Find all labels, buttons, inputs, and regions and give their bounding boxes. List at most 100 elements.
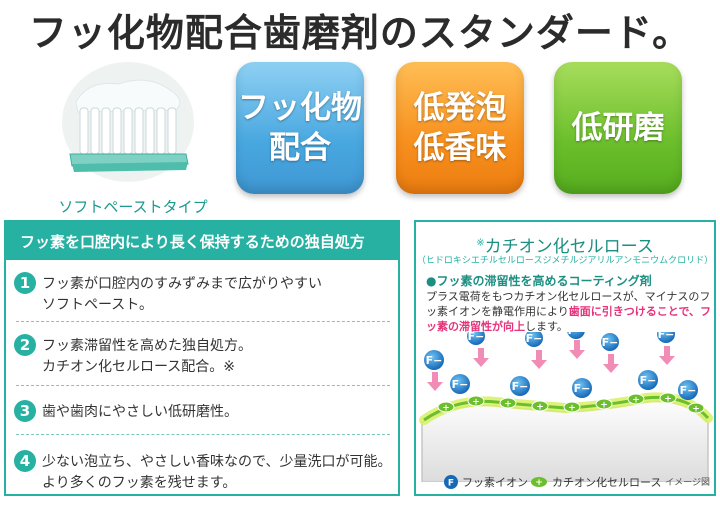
divider [16, 385, 390, 386]
coating-description-end: します。 [525, 320, 568, 333]
badge-low-foam-line2: 低香味 [413, 130, 507, 166]
fluoride-ions: F− F− F− F− F− F− F− F− F− F− F− [424, 332, 698, 400]
cation-markers: + + + + + + + + + [437, 392, 705, 415]
fluoride-ion-icon: F [444, 475, 458, 489]
point-4-text: 少ない泡立ち、やさしい香味なので、少量洗口が可能。 より多くのフッ素を残せます。 [42, 452, 391, 494]
fluoride-ion [525, 332, 543, 347]
cation-marker-label: + [600, 401, 608, 411]
fluoride-ion [567, 332, 585, 339]
cation-marker-label: + [692, 405, 700, 415]
cation-marker [563, 401, 581, 413]
cation-marker [467, 395, 485, 407]
point-4-line2: より多くのフッ素を残せます。 [42, 475, 237, 491]
cation-marker [687, 402, 705, 414]
cation-marker [531, 400, 549, 412]
cation-subtitle: （ヒドロキシエチルセルロースジメチルジアリルアンモニウムクロリド） [416, 256, 714, 266]
arrow-icon [427, 372, 443, 391]
fluoride-ion-label: F− [574, 382, 591, 395]
badge-low-abrasion-line1: 低研磨 [571, 110, 665, 146]
legend-fluoride-label: フッ素イオン [462, 476, 528, 489]
cation-marker [659, 392, 677, 404]
point-1-line1: フッ素が口腔内のすみずみまで広がりやすい [42, 276, 322, 292]
cation-title-mark: ※ [476, 237, 485, 249]
cation-title: ※カチオン化セルロース [416, 232, 714, 257]
coating-description: プラス電荷をもつカチオン化セルロースが、マイナスのフッ素イオンを静電作用により歯… [426, 289, 712, 334]
cation-marker [437, 401, 455, 413]
headline: フッ化物配合歯磨剤のスタンダード。 [28, 11, 692, 55]
coating-description-plain: プラス電荷をもつカチオン化セルロースが、マイナスのフッ素イオンを静電作用により [426, 290, 711, 318]
formula-panel: フッ素を口腔内により長く保持するための独自処方 1 フッ素が口腔内のすみずみまで… [4, 220, 400, 496]
arrow-icon [531, 350, 547, 369]
fluoride-ion-label: F− [602, 336, 619, 349]
cation-marker [627, 393, 645, 405]
arrow-icon [473, 348, 489, 367]
fluoride-ion-label: F− [658, 332, 675, 341]
fluoride-ion [601, 333, 619, 351]
brush-caption: ソフトペーストタイプ [58, 198, 208, 216]
fluoride-ion-symbol: F [448, 479, 454, 489]
cation-marker-label: + [536, 403, 544, 413]
coating-diagram: + + + + + + + + + F− F− F− F− F− F− F− F− F− F− F− [419, 332, 713, 482]
point-4-line1: 少ない泡立ち、やさしい香味なので、少量洗口が可能。 [42, 454, 392, 470]
point-3-line1: 歯や歯肉にやさしい低研磨性。 [42, 404, 238, 420]
badge-fluoride-line2: 配合 [269, 130, 331, 166]
legend-cation-label: カチオン化セルロース [552, 476, 662, 489]
cation-marker-label: + [472, 398, 480, 408]
fluoride-ion-label: F− [452, 378, 469, 391]
toothbrush-illustration [62, 62, 194, 182]
cation-marker-label: + [632, 396, 640, 406]
legend-cation: + カチオン化セルロース [530, 474, 661, 490]
badge-fluoride: フッ化物 配合 [236, 62, 364, 194]
point-3-number: 3 [14, 400, 36, 422]
fluoride-ion [424, 350, 444, 370]
coating-description-highlight: 歯面に引きつけることで、フッ素の滞留性が向上 [426, 305, 712, 333]
fluoride-ion [638, 370, 658, 390]
point-2-line1: フッ素滞留性を高めた独自処方。 [42, 338, 252, 354]
point-1-text: フッ素が口腔内のすみずみまで広がりやすい ソフトペースト。 [42, 274, 322, 316]
image-note: イメージ図 [665, 478, 710, 488]
cation-cellulose-panel: ※カチオン化セルロース （ヒドロキシエチルセルロースジメチルジアリルアンモニウム… [414, 220, 716, 496]
point-2-number: 2 [14, 334, 36, 356]
fluoride-ion [510, 376, 530, 396]
point-2-line2: カチオン化セルロース配合。※ [42, 359, 236, 375]
cation-cellulose-icon: + [531, 477, 547, 488]
badge-low-foam: 低発泡 低香味 [396, 62, 524, 194]
divider [16, 321, 390, 322]
fluoride-ion-label: F− [468, 332, 485, 343]
badge-fluoride-line1: フッ化物 [238, 90, 362, 126]
cation-symbol: + [535, 478, 543, 488]
point-3-text: 歯や歯肉にやさしい低研磨性。 [42, 402, 238, 423]
cation-title-text: カチオン化セルロース [484, 237, 654, 257]
badge-low-foam-line1: 低発泡 [413, 90, 507, 126]
cation-marker [595, 398, 613, 410]
fluoride-ion-label: F− [568, 332, 585, 337]
cation-marker-label: + [442, 404, 450, 414]
cation-marker-label: + [664, 395, 672, 405]
fluoride-ion-label: F− [512, 380, 529, 393]
fluoride-ion [467, 332, 485, 345]
point-1-number: 1 [14, 272, 36, 294]
legend-fluoride: F フッ素イオン [444, 474, 528, 490]
tooth-surface [421, 400, 709, 482]
formula-panel-header: フッ素を口腔内により長く保持するための独自処方 [6, 222, 398, 260]
coating-heading: ●フッ素の滞留性を高めるコーティング剤 [426, 274, 652, 288]
fluoride-ion [450, 374, 470, 394]
fluoride-ion-label: F− [426, 354, 443, 367]
point-4-number: 4 [14, 450, 36, 472]
arrow-icon [659, 346, 675, 365]
cation-marker-label: + [568, 404, 576, 414]
arrow-icon [569, 340, 585, 359]
fluoride-ion [678, 380, 698, 400]
cation-marker-label: + [504, 400, 512, 410]
fluoride-ion-label: F− [640, 374, 657, 387]
fluoride-ion-label: F− [526, 332, 543, 345]
fluoride-ion [657, 332, 675, 343]
point-2-text: フッ素滞留性を高めた独自処方。 カチオン化セルロース配合。※ [42, 336, 252, 378]
badge-low-abrasion: 低研磨 [554, 62, 682, 194]
divider [16, 434, 390, 435]
fluoride-ion-label: F− [680, 384, 697, 397]
attraction-arrows [427, 340, 675, 391]
cation-marker [499, 397, 517, 409]
arrow-icon [603, 354, 619, 373]
point-1-line2: ソフトペースト。 [42, 297, 154, 313]
